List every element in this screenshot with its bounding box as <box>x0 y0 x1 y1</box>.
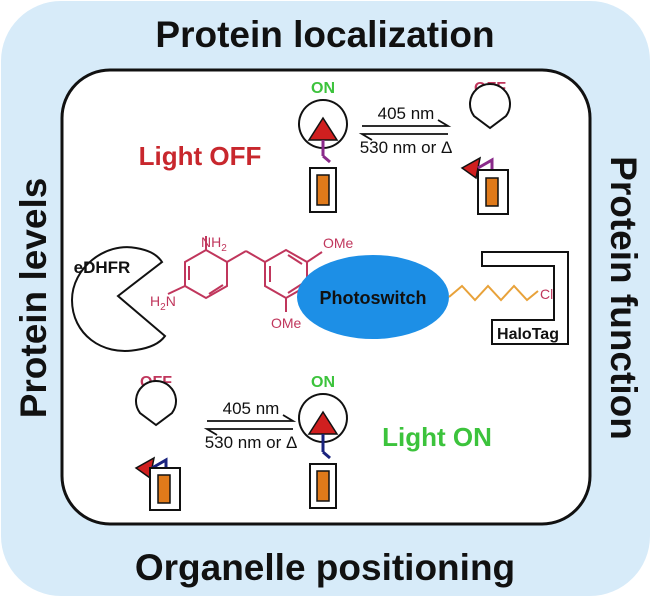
switch-on-complex-bottom: ON <box>298 374 348 509</box>
cl-label: Cl <box>540 286 553 302</box>
equilibrium-arrows-bottom: 405 nm 530 nm or Δ <box>203 399 298 452</box>
edhfr-label: eDHFR <box>74 258 131 277</box>
label-top: Protein localization <box>155 14 494 55</box>
photoswitch-label: Photoswitch <box>320 288 427 308</box>
label-left: Protein levels <box>13 178 54 419</box>
reverse-wavelength-top: 530 nm or Δ <box>360 138 453 157</box>
ome-top-label: OMe <box>323 235 354 251</box>
nh2-top-label: NH2 <box>201 234 227 254</box>
light-on-label: Light ON <box>382 422 492 452</box>
tag-orange-icon <box>316 174 330 206</box>
ome-bottom-label: OMe <box>271 315 302 331</box>
pacman-target-icon <box>135 380 177 427</box>
tag-orange-icon <box>485 177 499 207</box>
chemical-structure <box>167 236 323 312</box>
switch-on-label-bottom: ON <box>311 374 335 391</box>
tag-orange-icon <box>157 474 171 504</box>
reverse-wavelength-bottom: 530 nm or Δ <box>205 433 298 452</box>
forward-wavelength-top: 405 nm <box>378 104 435 123</box>
equilibrium-arrows-top: 405 nm 530 nm or Δ <box>358 104 453 157</box>
pacman-target-icon <box>469 83 511 130</box>
switch-off-complex-bottom: OFF <box>134 374 181 511</box>
label-right: Protein function <box>603 156 644 440</box>
switch-on-label-top: ON <box>311 80 335 97</box>
label-bottom: Organelle positioning <box>135 547 515 588</box>
light-off-label: Light OFF <box>139 141 262 171</box>
switch-off-complex-top: OFF <box>460 80 511 215</box>
alkyl-linker <box>448 284 539 302</box>
halotag-label: HaloTag <box>497 326 559 343</box>
halotag-shape <box>481 251 569 345</box>
nh2-left-label: H2N <box>150 293 176 313</box>
switch-on-complex-top: ON <box>298 80 348 213</box>
edhfr-pacman-icon <box>70 246 167 352</box>
photoswitch-ellipse <box>297 255 449 339</box>
forward-wavelength-bottom: 405 nm <box>223 399 280 418</box>
tag-orange-icon <box>316 470 330 502</box>
